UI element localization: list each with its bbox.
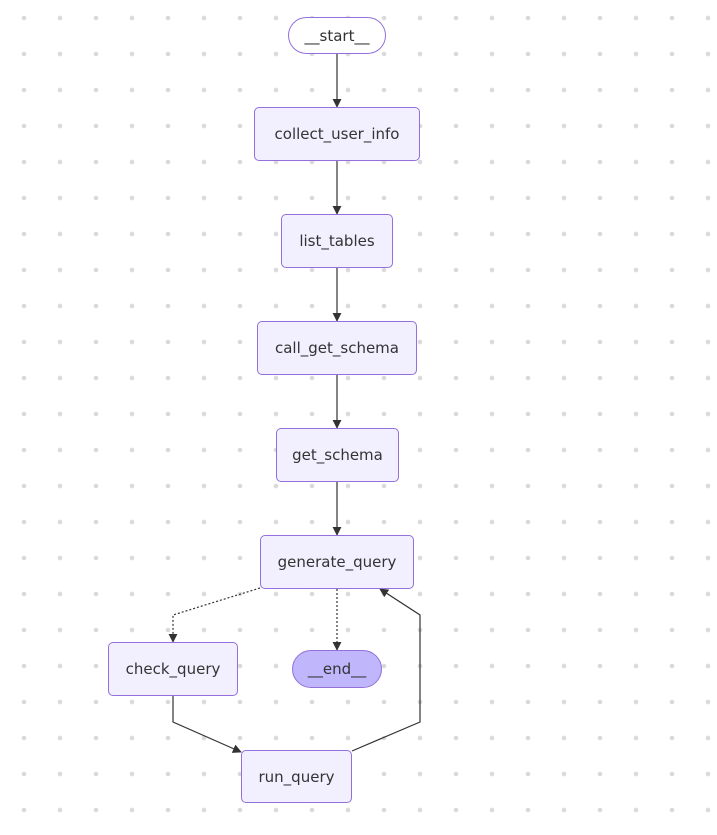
generate-query-node-label: generate_query (277, 553, 397, 571)
run-query-node-label: run_query (258, 767, 335, 786)
get-schema-node[interactable]: get_schema (276, 428, 399, 482)
end-node-label: __end__ (307, 660, 367, 678)
generate-query-node[interactable]: generate_query (260, 535, 414, 589)
list-tables-node-label: list_tables (299, 232, 375, 250)
get-schema-node-label: get_schema (292, 446, 383, 464)
collect-user-info-node[interactable]: collect_user_info (254, 107, 420, 161)
edge-check-query-to-run-query (172, 696, 242, 753)
start-node[interactable]: __start__ (288, 17, 386, 54)
edge-run-query-to-generate-query (351, 588, 421, 752)
check-query-node-label: check_query (125, 660, 221, 678)
start-node-label: __start__ (304, 26, 370, 45)
run-query-node[interactable]: run_query (241, 750, 352, 803)
call-get-schema-node-label: call_get_schema (274, 339, 399, 357)
list-tables-node[interactable]: list_tables (281, 214, 393, 268)
call-get-schema-node[interactable]: call_get_schema (257, 321, 417, 375)
check-query-node[interactable]: check_query (108, 642, 238, 696)
edge-generate-query-to-check-query (168, 587, 261, 643)
collect-user-info-node-label: collect_user_info (274, 125, 400, 143)
end-node[interactable]: __end__ (292, 650, 382, 688)
